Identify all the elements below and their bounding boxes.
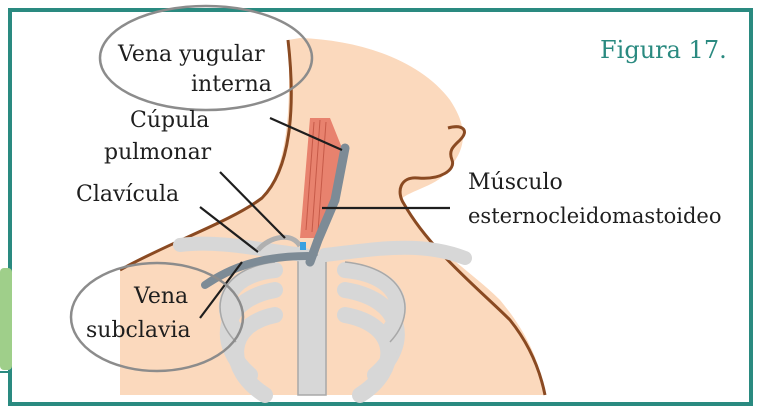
- figure-title: Figura 17.: [600, 38, 727, 62]
- label-vena-yugular-line2: interna: [191, 74, 272, 96]
- label-vena-subclavia-line1: Vena: [134, 286, 188, 308]
- label-cupula-line1: Cúpula: [130, 110, 209, 132]
- side-tab: [0, 268, 12, 370]
- label-cupula-line2: pulmonar: [104, 142, 211, 164]
- label-clavicula: Clavícula: [76, 184, 179, 206]
- label-musculo-line1: Músculo: [468, 172, 563, 194]
- label-vena-yugular-line1: Vena yugular: [118, 44, 265, 66]
- label-musculo-line2: esternocleidomastoideo: [468, 206, 722, 227]
- label-vena-subclavia-line2: subclavia: [86, 320, 191, 342]
- sternum: [298, 255, 326, 395]
- vein-marker: [300, 242, 306, 250]
